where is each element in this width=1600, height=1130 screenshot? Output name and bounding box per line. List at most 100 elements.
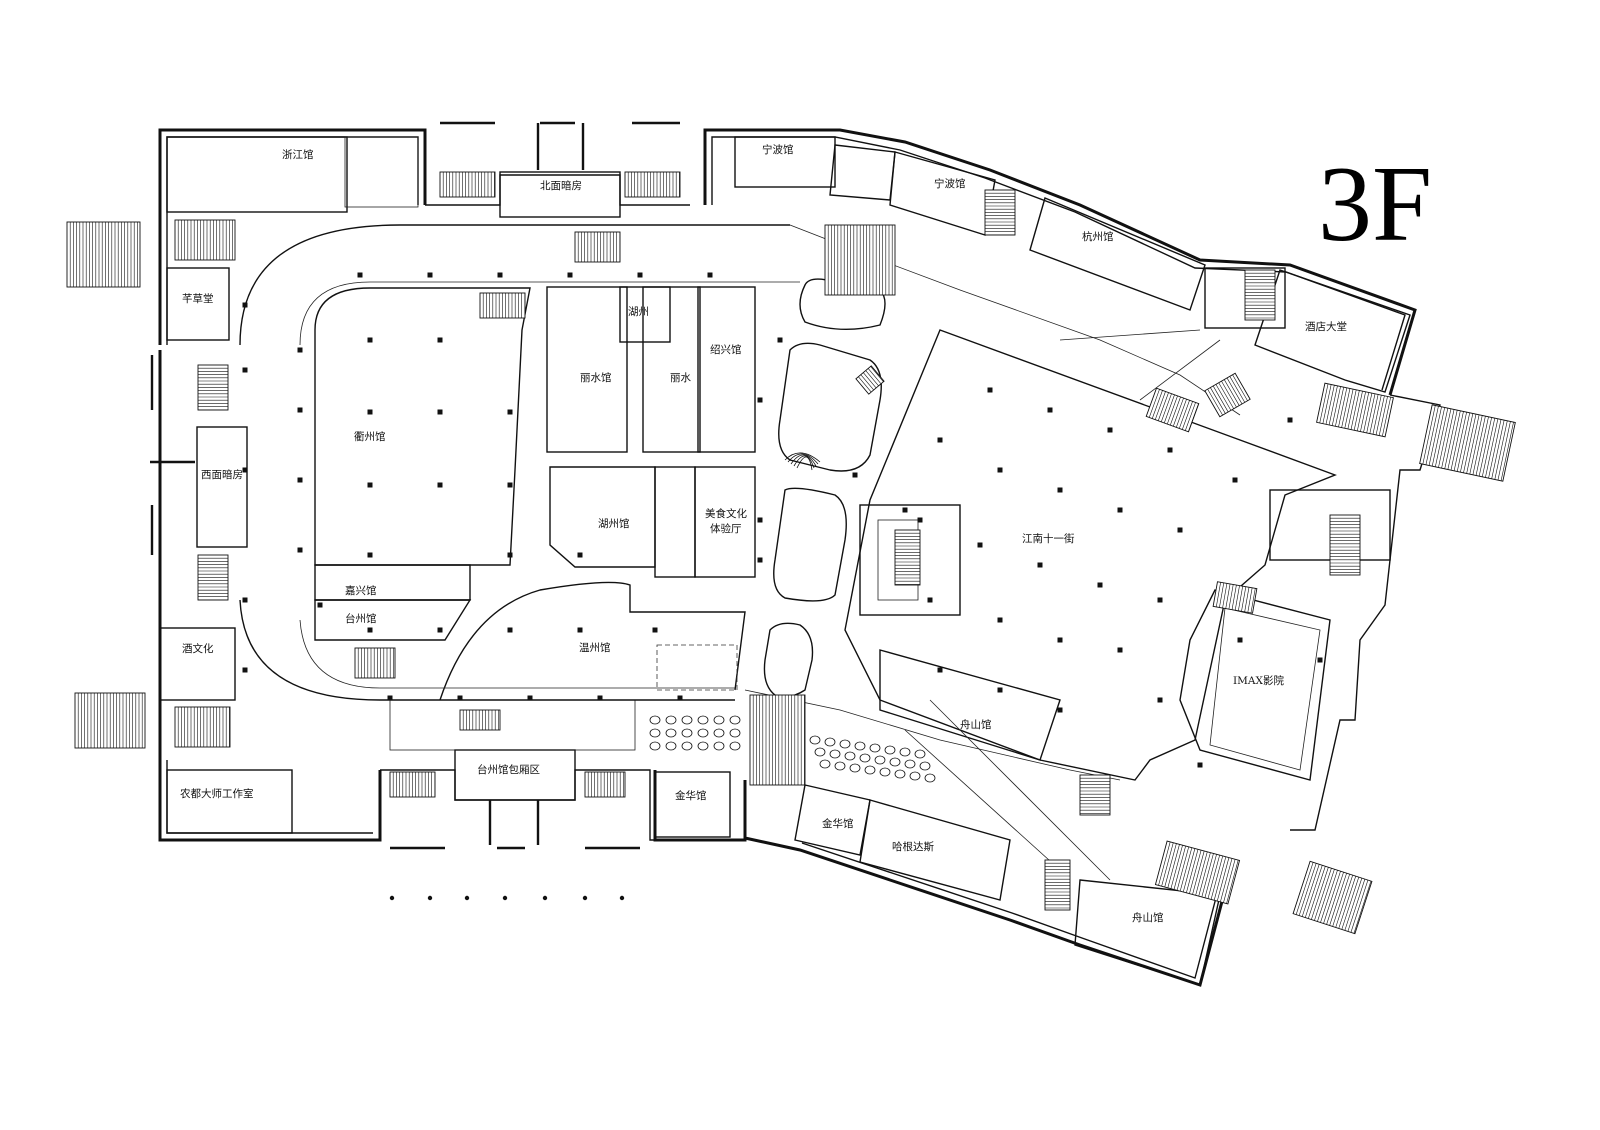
- label-lishui: 丽水: [670, 372, 691, 384]
- column: [367, 552, 373, 558]
- seat: [713, 715, 725, 725]
- column: [1167, 447, 1173, 453]
- column: [427, 895, 433, 901]
- column: [297, 347, 303, 353]
- seat: [854, 741, 866, 751]
- column: [1117, 647, 1123, 653]
- seat: [924, 773, 936, 783]
- escalator: [459, 709, 501, 731]
- column: [1237, 637, 1243, 643]
- seat: [697, 728, 709, 738]
- column: [1157, 597, 1163, 603]
- seat: [713, 741, 725, 751]
- column: [317, 602, 323, 608]
- label-wenzhou: 温州馆: [579, 641, 611, 654]
- seat: [869, 743, 881, 753]
- escalator: [197, 554, 229, 601]
- column: [242, 367, 248, 373]
- column: [677, 695, 683, 701]
- column: [777, 337, 783, 343]
- label-nongdu-studio: 农都大师工作室: [180, 787, 254, 800]
- seat: [864, 765, 876, 775]
- label-hotel-lobby: 酒店大堂: [1305, 320, 1347, 333]
- label-north-darkroom: 北面暗房: [540, 179, 582, 192]
- seat: [649, 715, 661, 725]
- seat: [729, 715, 741, 725]
- column: [502, 895, 508, 901]
- seat: [874, 755, 886, 765]
- escalator: [1244, 269, 1276, 321]
- bleacher-row: [796, 456, 813, 471]
- column: [927, 597, 933, 603]
- column: [297, 407, 303, 413]
- column: [367, 409, 373, 415]
- seat: [834, 761, 846, 771]
- escalator: [66, 221, 141, 288]
- escalator: [74, 692, 146, 749]
- escalators: [66, 171, 1516, 935]
- escalator: [479, 292, 526, 319]
- label-food-culture-line2: 体验厅: [710, 522, 742, 535]
- column: [437, 627, 443, 633]
- escalator: [984, 189, 1016, 236]
- seat: [884, 745, 896, 755]
- column: [987, 387, 993, 393]
- label-jiangnan-street: 江南十一街: [1022, 532, 1075, 545]
- bleacher-row: [787, 453, 819, 465]
- column: [387, 695, 393, 701]
- column: [707, 272, 713, 278]
- seat: [681, 741, 693, 751]
- column: [507, 552, 513, 558]
- column: [637, 272, 643, 278]
- floor-title: 3F: [1318, 145, 1432, 264]
- column: [367, 627, 373, 633]
- escalator: [574, 231, 621, 263]
- room-outlines: [159, 136, 1411, 986]
- seat: [904, 759, 916, 769]
- seat: [814, 747, 826, 757]
- column: [757, 557, 763, 563]
- label-quzhou: 衢州馆: [354, 430, 386, 443]
- column: [242, 597, 248, 603]
- escalator: [174, 706, 231, 748]
- escalator: [1154, 840, 1241, 905]
- seat: [819, 759, 831, 769]
- label-hangzhou: 杭州馆: [1082, 230, 1114, 243]
- label-ningbo-top: 宁波馆: [762, 143, 794, 156]
- seat: [697, 715, 709, 725]
- seat: [844, 751, 856, 761]
- escalator: [624, 171, 681, 198]
- column: [1037, 562, 1043, 568]
- seat: [824, 737, 836, 747]
- column: [902, 507, 908, 513]
- column: [997, 467, 1003, 473]
- column: [1057, 637, 1063, 643]
- label-jiaxing: 嘉兴馆: [345, 584, 377, 597]
- label-haagen-dazs: 哈根达斯: [892, 840, 934, 853]
- label-west-darkroom: 西面暗房: [201, 468, 243, 481]
- seat: [829, 749, 841, 759]
- bleacher-row: [784, 452, 821, 463]
- escalator: [824, 224, 896, 296]
- escalator: [584, 771, 626, 798]
- column: [1317, 657, 1323, 663]
- seat: [889, 757, 901, 767]
- label-zhoushan-2: 舟山馆: [1132, 911, 1164, 924]
- label-zhejiang: 浙江馆: [282, 148, 314, 161]
- column: [1057, 487, 1063, 493]
- seat: [909, 771, 921, 781]
- column: [997, 687, 1003, 693]
- column: [427, 272, 433, 278]
- escalator: [1044, 859, 1071, 911]
- column: [1177, 527, 1183, 533]
- column: [242, 667, 248, 673]
- seat: [729, 728, 741, 738]
- column: [464, 895, 470, 901]
- seat: [697, 741, 709, 751]
- escalator: [894, 529, 921, 586]
- column: [1107, 427, 1113, 433]
- bleacher-row: [790, 454, 817, 467]
- column: [497, 272, 503, 278]
- seat: [894, 769, 906, 779]
